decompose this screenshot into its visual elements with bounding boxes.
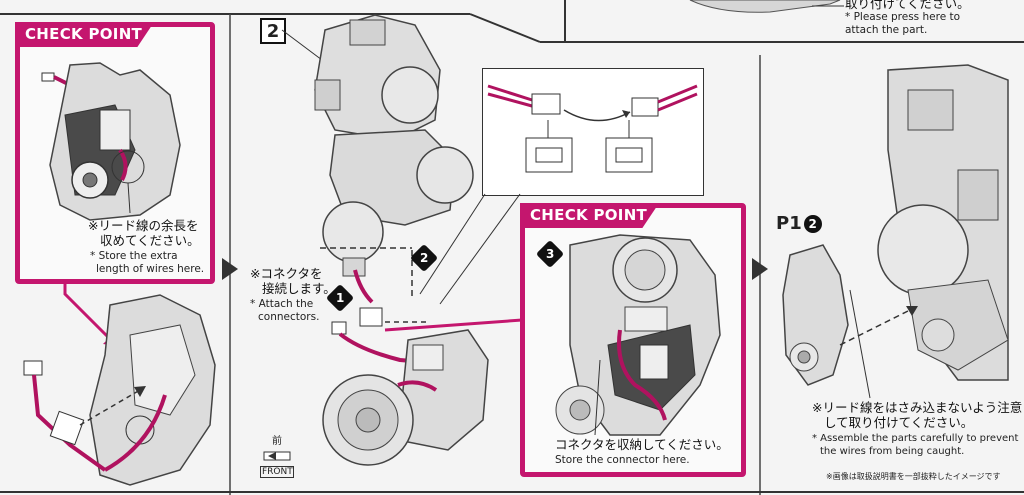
next-step-arrow-2 bbox=[752, 258, 768, 280]
right-step-text: ※リード線をはさみ込まないよう注意 して取り付けてください。 * Assembl… bbox=[812, 400, 1022, 458]
checkpoint-right-tab: CHECK POINT bbox=[520, 203, 660, 228]
front-indicator-en: FRONT bbox=[260, 466, 294, 478]
right-side-part bbox=[782, 244, 849, 386]
right-step-jp-2: して取り付けてください。 bbox=[824, 415, 974, 430]
checkpoint-left-tab: CHECK POINT bbox=[15, 22, 155, 47]
connector-detail-box bbox=[482, 68, 704, 196]
checkpoint-right-pointer bbox=[384, 318, 523, 332]
top-note: 取り付けてください。 * Please press here to attach… bbox=[845, 0, 1020, 37]
checkpoint-left-part bbox=[41, 62, 181, 221]
checkpoint-right-en: Store the connector here. bbox=[555, 454, 690, 466]
checkpoint-left-jp-1: ※リード線の余長を bbox=[88, 218, 199, 233]
step-number: 2 bbox=[260, 18, 286, 44]
checkpoint-right-jp: コネクタを収納してください。 bbox=[555, 437, 729, 452]
checkpoint-left-text: ※リード線の余長を 収めてください。 * Store the extra len… bbox=[88, 218, 213, 276]
right-step-en-2: the wires from being caught. bbox=[820, 446, 965, 457]
front-indicator-jp: 前 bbox=[272, 436, 282, 447]
part-reference-label: P1 bbox=[776, 213, 802, 234]
top-part-fragment bbox=[689, 0, 841, 13]
right-step-en-1: * Assemble the parts carefully to preven… bbox=[812, 433, 1019, 444]
lower-left-part bbox=[23, 294, 216, 486]
right-step-jp-1: ※リード線をはさみ込まないよう注意 bbox=[812, 400, 1023, 415]
torso-assembly bbox=[314, 14, 474, 277]
checkpoint-left-jp-2: 収めてください。 bbox=[100, 233, 200, 248]
right-callout-line bbox=[849, 289, 871, 399]
step2-text: ※コネクタを 接続します。 * Attach the connectors. bbox=[250, 266, 345, 324]
top-note-en-1: * Please press here to bbox=[845, 11, 961, 23]
front-arrow-icon bbox=[263, 451, 291, 461]
right-torso-assembly bbox=[877, 64, 1009, 381]
next-step-arrow-1 bbox=[222, 258, 238, 280]
leg-assembly bbox=[322, 329, 489, 466]
assembly-dashed-arrow bbox=[839, 306, 918, 346]
footer-note: ※画像は取扱説明書を一部抜粋したイメージです bbox=[826, 472, 1001, 481]
step2-en-1: * Attach the bbox=[250, 298, 314, 310]
checkpoint-left-en-2: length of wires here. bbox=[96, 263, 205, 275]
step-leader bbox=[281, 29, 323, 61]
top-note-en-2: attach the part. bbox=[845, 24, 928, 36]
step2-en-2: connectors. bbox=[258, 311, 320, 323]
detail-callout-lines bbox=[419, 193, 521, 305]
step2-jp-1: ※コネクタを bbox=[250, 266, 323, 281]
top-leader-line bbox=[812, 5, 844, 7]
part-reference: P1 2 bbox=[776, 213, 822, 234]
front-indicator: 前 FRONT bbox=[260, 432, 294, 478]
checkpoint-right-text: コネクタを収納してください。 Store the connector here. bbox=[555, 437, 745, 467]
step2-jp-2: 接続します。 bbox=[262, 281, 336, 296]
connector-detail bbox=[487, 84, 698, 173]
part-reference-num: 2 bbox=[803, 214, 822, 233]
checkpoint-right-part bbox=[555, 234, 721, 436]
checkpoint-left-en-1: * Store the extra bbox=[90, 250, 178, 262]
top-note-jp: 取り付けてください。 bbox=[845, 0, 970, 11]
